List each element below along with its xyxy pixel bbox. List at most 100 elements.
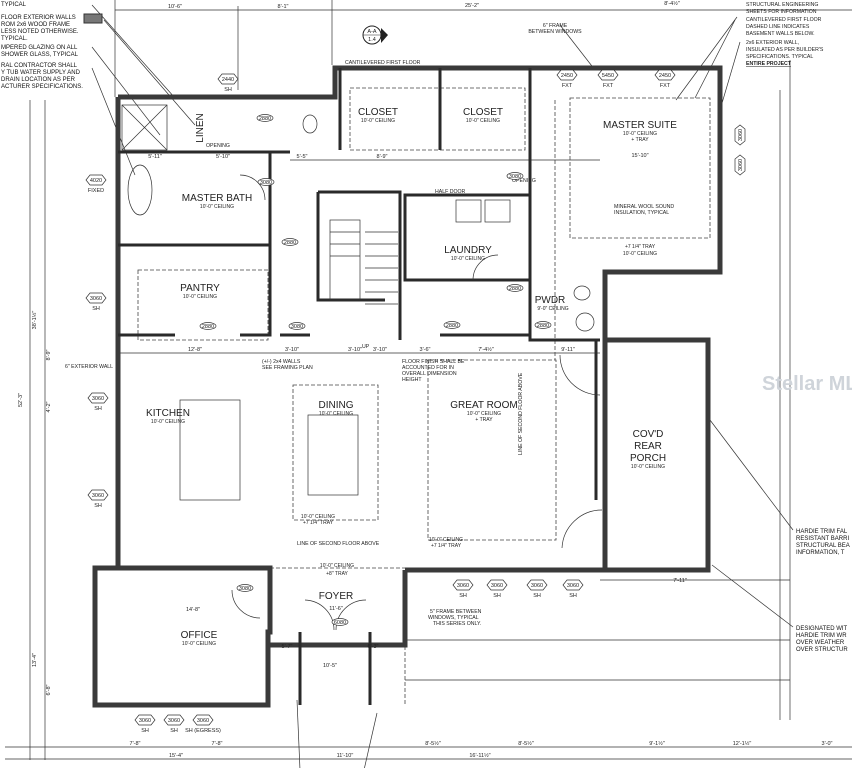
plan-text: 10'-0" CEILING [361, 118, 395, 124]
plan-text: 7'-11" [673, 578, 687, 584]
plan-text: SEE FRAMING PLAN [262, 365, 313, 371]
annotations: CANTILEVERED FIRST FLOOR 6" FRAME BETWEE… [65, 23, 674, 627]
plan-text: 3060 [738, 129, 744, 141]
plan-text: 10'-0" CEILING [200, 204, 234, 210]
plan-text: 8'-5½" [518, 740, 534, 747]
plan-text: 8'-5½" [425, 740, 441, 747]
plan-text: SH [94, 406, 102, 412]
plan-text: 3080 [260, 180, 272, 186]
plan-text: LAUNDRY [444, 245, 492, 256]
plan-text: 2x6 EXTERIOR WALL, [746, 40, 799, 46]
plan-text: CANTILEVERED FIRST FLOOR [345, 60, 421, 66]
plan-text: 2880 [259, 116, 271, 122]
plan-text: SH (EGRESS) [185, 728, 221, 734]
plan-text: 3060 [92, 396, 104, 402]
plan-text: 3060 [531, 583, 543, 589]
plan-text: 3060 [90, 296, 102, 302]
plan-text: 8'-9" [377, 154, 388, 160]
plan-text: 15'-10" [631, 153, 648, 159]
plan-text: PANTRY [180, 283, 220, 294]
plan-text: OVER WEATHER [796, 640, 845, 646]
door-tag: 3080 [506, 172, 524, 180]
plan-text: 2880 [446, 323, 458, 329]
plan-text: 4'-2" [46, 401, 52, 412]
plan-text: SH [493, 593, 501, 599]
plan-text: 10'-0" CEILING [623, 251, 657, 257]
plan-text: 5450 [602, 73, 614, 79]
plan-text: RESISTANT BARRI [796, 536, 849, 542]
plan-text: FLOOR EXTERIOR WALLS [1, 15, 76, 21]
plan-text: 3060 [168, 718, 180, 724]
plan-text: DINING [319, 400, 354, 411]
plan-text: 10'-0" CEILING [451, 256, 485, 262]
porch-door-swing [559, 354, 603, 549]
plan-text: CLOSET [463, 107, 503, 118]
plan-text: DESIGNATED WIT [796, 626, 848, 632]
plan-text: SH [94, 503, 102, 509]
door-tag: 2880 [199, 322, 217, 330]
plan-text: 3'-6" [420, 347, 431, 353]
sink-icon [575, 312, 595, 332]
plan-text: 52'-3" [18, 393, 24, 407]
plan-text: FOYER [319, 591, 353, 602]
plan-text: +7 1/4" TRAY [625, 244, 656, 250]
plan-text: 7'-4½" [478, 346, 494, 353]
plan-text: 13'-4" [32, 653, 38, 667]
plan-text: STRUCTURAL BEA [796, 543, 850, 549]
plan-text: 10'-0" CEILING [319, 411, 353, 417]
plan-text: OFFICE [181, 630, 218, 641]
plan-text: 10'-0" CEILING [623, 131, 657, 137]
plan-text: 15'-4" [169, 753, 183, 759]
sheet-label: 1.4 [368, 37, 376, 43]
plan-text: ENTIRE PROJECT [746, 61, 792, 67]
plan-text: 10'-6" [168, 4, 182, 10]
door-tag: 2880 [534, 321, 552, 329]
plan-text: 3060 [457, 583, 469, 589]
plan-text: FIXED [88, 188, 104, 194]
plan-text: 12'-1½" [733, 740, 752, 747]
plan-text: 5'-10" [216, 154, 230, 160]
plan-text: +8" TRAY [326, 571, 348, 577]
plan-text: INFORMATION, T [796, 550, 845, 556]
plan-text: FXT [603, 83, 614, 89]
plan-text: 10'-0" CEILING [320, 563, 354, 569]
stair [329, 219, 398, 305]
plan-text: LESS NOTED OTHERWISE. [1, 29, 79, 35]
plan-text: MINERAL WOOL SOUND [614, 204, 674, 210]
plan-text: GREAT ROOM [450, 400, 517, 411]
plan-text: SH [141, 728, 149, 734]
dryer [484, 199, 511, 223]
plan-text: KITCHEN [146, 408, 190, 419]
plan-text: 3'-0" [822, 741, 833, 747]
interior-walls [118, 68, 600, 705]
plan-text: 8'-1" [278, 4, 289, 10]
room-linen: LINEN [195, 113, 206, 142]
plan-text: 3'-10" [373, 347, 387, 353]
watermark: Stellar MLS [762, 373, 852, 395]
door-tag: 3080 [236, 584, 254, 592]
plan-text: 4020 [90, 178, 102, 184]
plan-text: 10'-0" CEILING [183, 294, 217, 300]
plan-text: THIS SERIES ONLY. [433, 621, 481, 627]
section-marker: A-A 1.4 [362, 25, 388, 45]
plan-text: ACTURER SPECIFICATIONS. [1, 84, 83, 90]
plan-text: COV'D [633, 429, 664, 440]
wall-legend-swatch [83, 13, 103, 24]
plan-text: FXT [660, 83, 671, 89]
door-tag: 2880 [256, 114, 274, 122]
plan-text: + TRAY [475, 417, 493, 423]
plan-text: HEIGHT [402, 377, 422, 383]
plan-text: 3'-10" [348, 347, 362, 353]
plan-text: FLOOR FINISH SHALL BE [402, 359, 465, 365]
plan-text: OVER STRUCTUR [796, 647, 848, 653]
door-tag: 2880 [443, 321, 461, 329]
plan-text: 10'-0" CEILING [466, 118, 500, 124]
plan-text: 2880 [537, 323, 549, 329]
